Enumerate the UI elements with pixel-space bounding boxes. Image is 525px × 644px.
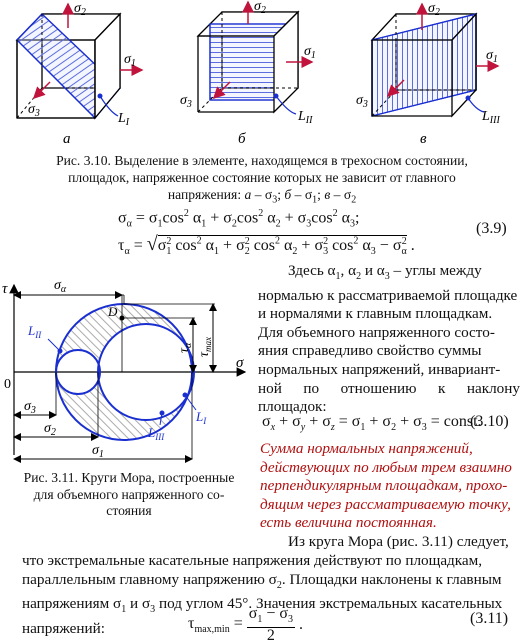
svg-text:σ1: σ1: [92, 443, 104, 460]
svg-text:в: в: [420, 131, 427, 147]
svg-text:0: 0: [4, 377, 11, 392]
cube-b: [196, 0, 314, 115]
figure-3-11: τ σ 0 D σα τα τmax LII LI LIII σ3 σ2 σ1: [2, 278, 247, 463]
equation-3-10-number: (3.10): [470, 413, 509, 430]
figure-3-10: σ2 σ1 σ3 LI а σ2 σ1 σ3 LII б: [15, 0, 500, 147]
svg-text:LIII: LIII: [481, 109, 500, 126]
svg-text:σ1: σ1: [124, 52, 136, 69]
svg-text:σ3: σ3: [180, 93, 192, 110]
equation-3-9-line1: σα = σ1cos2 α1 + σ2cos2 α2 + σ3cos2 α3;: [118, 208, 360, 230]
svg-text:а: а: [63, 131, 71, 147]
svg-text:τ: τ: [2, 281, 8, 297]
equation-3-9-number: (3.9): [476, 220, 507, 237]
svg-text:σ: σ: [236, 355, 244, 371]
svg-text:σ3: σ3: [24, 399, 36, 416]
svg-text:LI: LI: [195, 409, 207, 426]
equation-3-11: τmax,min = σ1 − σ3 2 .: [188, 605, 304, 644]
svg-text:τα: τα: [177, 342, 194, 353]
svg-text:σ2: σ2: [254, 0, 266, 16]
paragraph-1: Здесь α1, α2 и α3 – углы между нормалью …: [258, 262, 520, 416]
svg-text:σ2: σ2: [74, 1, 86, 18]
svg-text:LI: LI: [117, 111, 130, 128]
svg-text:σ1: σ1: [304, 44, 316, 61]
svg-text:σα: σα: [54, 278, 67, 295]
svg-text:LII: LII: [27, 323, 42, 340]
cube-a: [15, 2, 144, 120]
mohr-labels: τ σ 0 D σα τα τmax LII LI LIII σ3 σ2 σ1: [2, 278, 244, 460]
svg-text:σ1: σ1: [486, 48, 498, 65]
principle-statement: Сумма нормальных напряжений, действующих…: [260, 440, 512, 532]
equation-3-9-line2: τα = √σ12 cos2 α1 + σ22 cos2 α2 + σ32 co…: [118, 233, 415, 258]
svg-text:σ2: σ2: [428, 1, 440, 18]
svg-text:τmax: τmax: [197, 337, 213, 357]
cube-c-labels: σ2 σ1 σ3 LIII в: [356, 1, 500, 147]
cube-c: [370, 2, 500, 118]
figure-3-11-caption: Рис. 3.11. Круги Мора, построенные для о…: [23, 470, 235, 518]
equation-3-10: σx + σy + σz = σ1 + σ2 + σ3 = const.: [262, 413, 482, 434]
svg-text:LIII: LIII: [147, 425, 165, 442]
cube-a-labels: σ2 σ1 σ3 LI а: [28, 1, 136, 147]
svg-text:σ3: σ3: [28, 102, 40, 119]
svg-text:LII: LII: [297, 109, 313, 126]
cube-b-labels: σ2 σ1 σ3 LII б: [180, 0, 316, 147]
svg-text:D: D: [107, 304, 118, 319]
paragraph-2: что экстремальные касательные напряжения…: [22, 552, 503, 637]
svg-text:б: б: [238, 131, 246, 147]
equation-3-11-number: (3.11): [470, 610, 509, 627]
svg-text:σ2: σ2: [44, 421, 56, 438]
figure-3-10-caption: Рис. 3.10. Выделение в элементе, находящ…: [56, 153, 468, 206]
svg-text:σ3: σ3: [356, 93, 368, 110]
paragraph-2-first-line: Из круга Мора (рис. 3.11) следует,: [288, 533, 509, 550]
